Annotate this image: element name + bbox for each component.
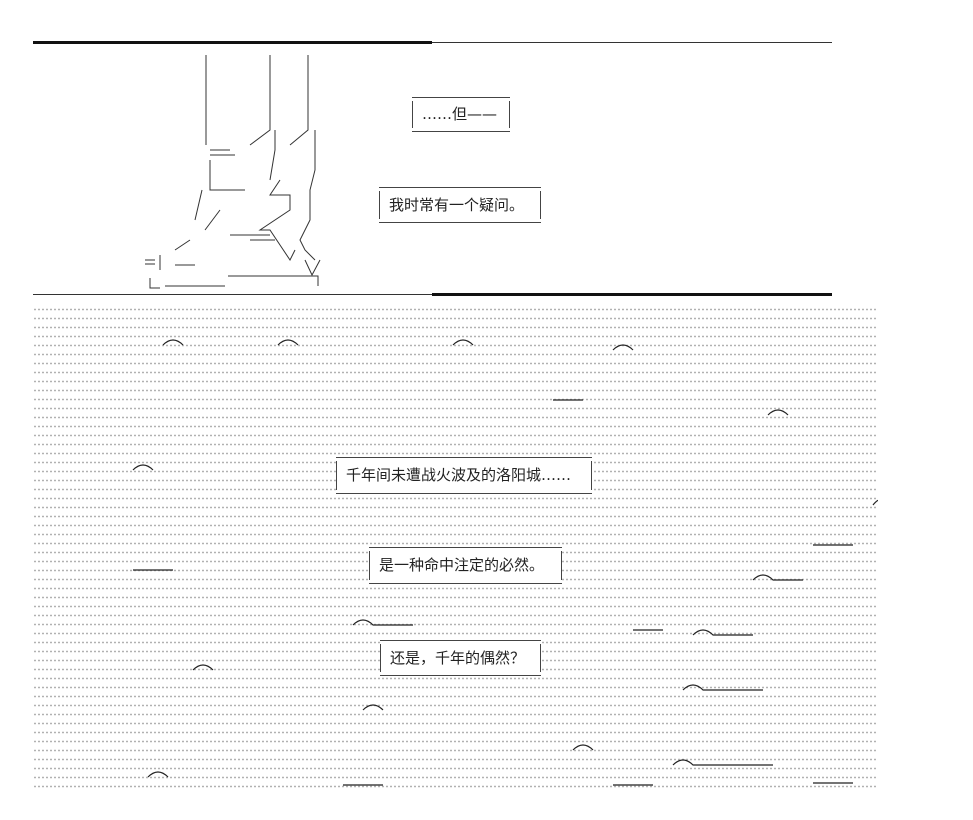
caption-text: 是一种命中注定的必然。 [379, 556, 545, 574]
caption-text: 还是，千年的偶然？ [390, 648, 526, 667]
caption-text: 千年间未遭战火波及的洛阳城…… [346, 466, 572, 484]
caption-question: 我时常有一个疑问。 [379, 187, 541, 223]
caption-luoyang: 千年间未遭战火波及的洛阳城…… [336, 457, 592, 494]
top-border-thin [432, 42, 832, 43]
caption-destiny: 是一种命中注定的必然。 [369, 547, 562, 584]
divider-thick [432, 293, 832, 296]
divider-thin [33, 294, 432, 295]
legs-illustration [145, 55, 321, 289]
caption-but: ……但—— [412, 97, 510, 132]
top-border-thick [33, 41, 432, 44]
caption-text: ……但—— [422, 105, 498, 123]
caption-chance: 还是，千年的偶然？ [380, 640, 541, 676]
smoke-strokes [132, 339, 878, 786]
caption-text: 我时常有一个疑问。 [389, 195, 525, 214]
